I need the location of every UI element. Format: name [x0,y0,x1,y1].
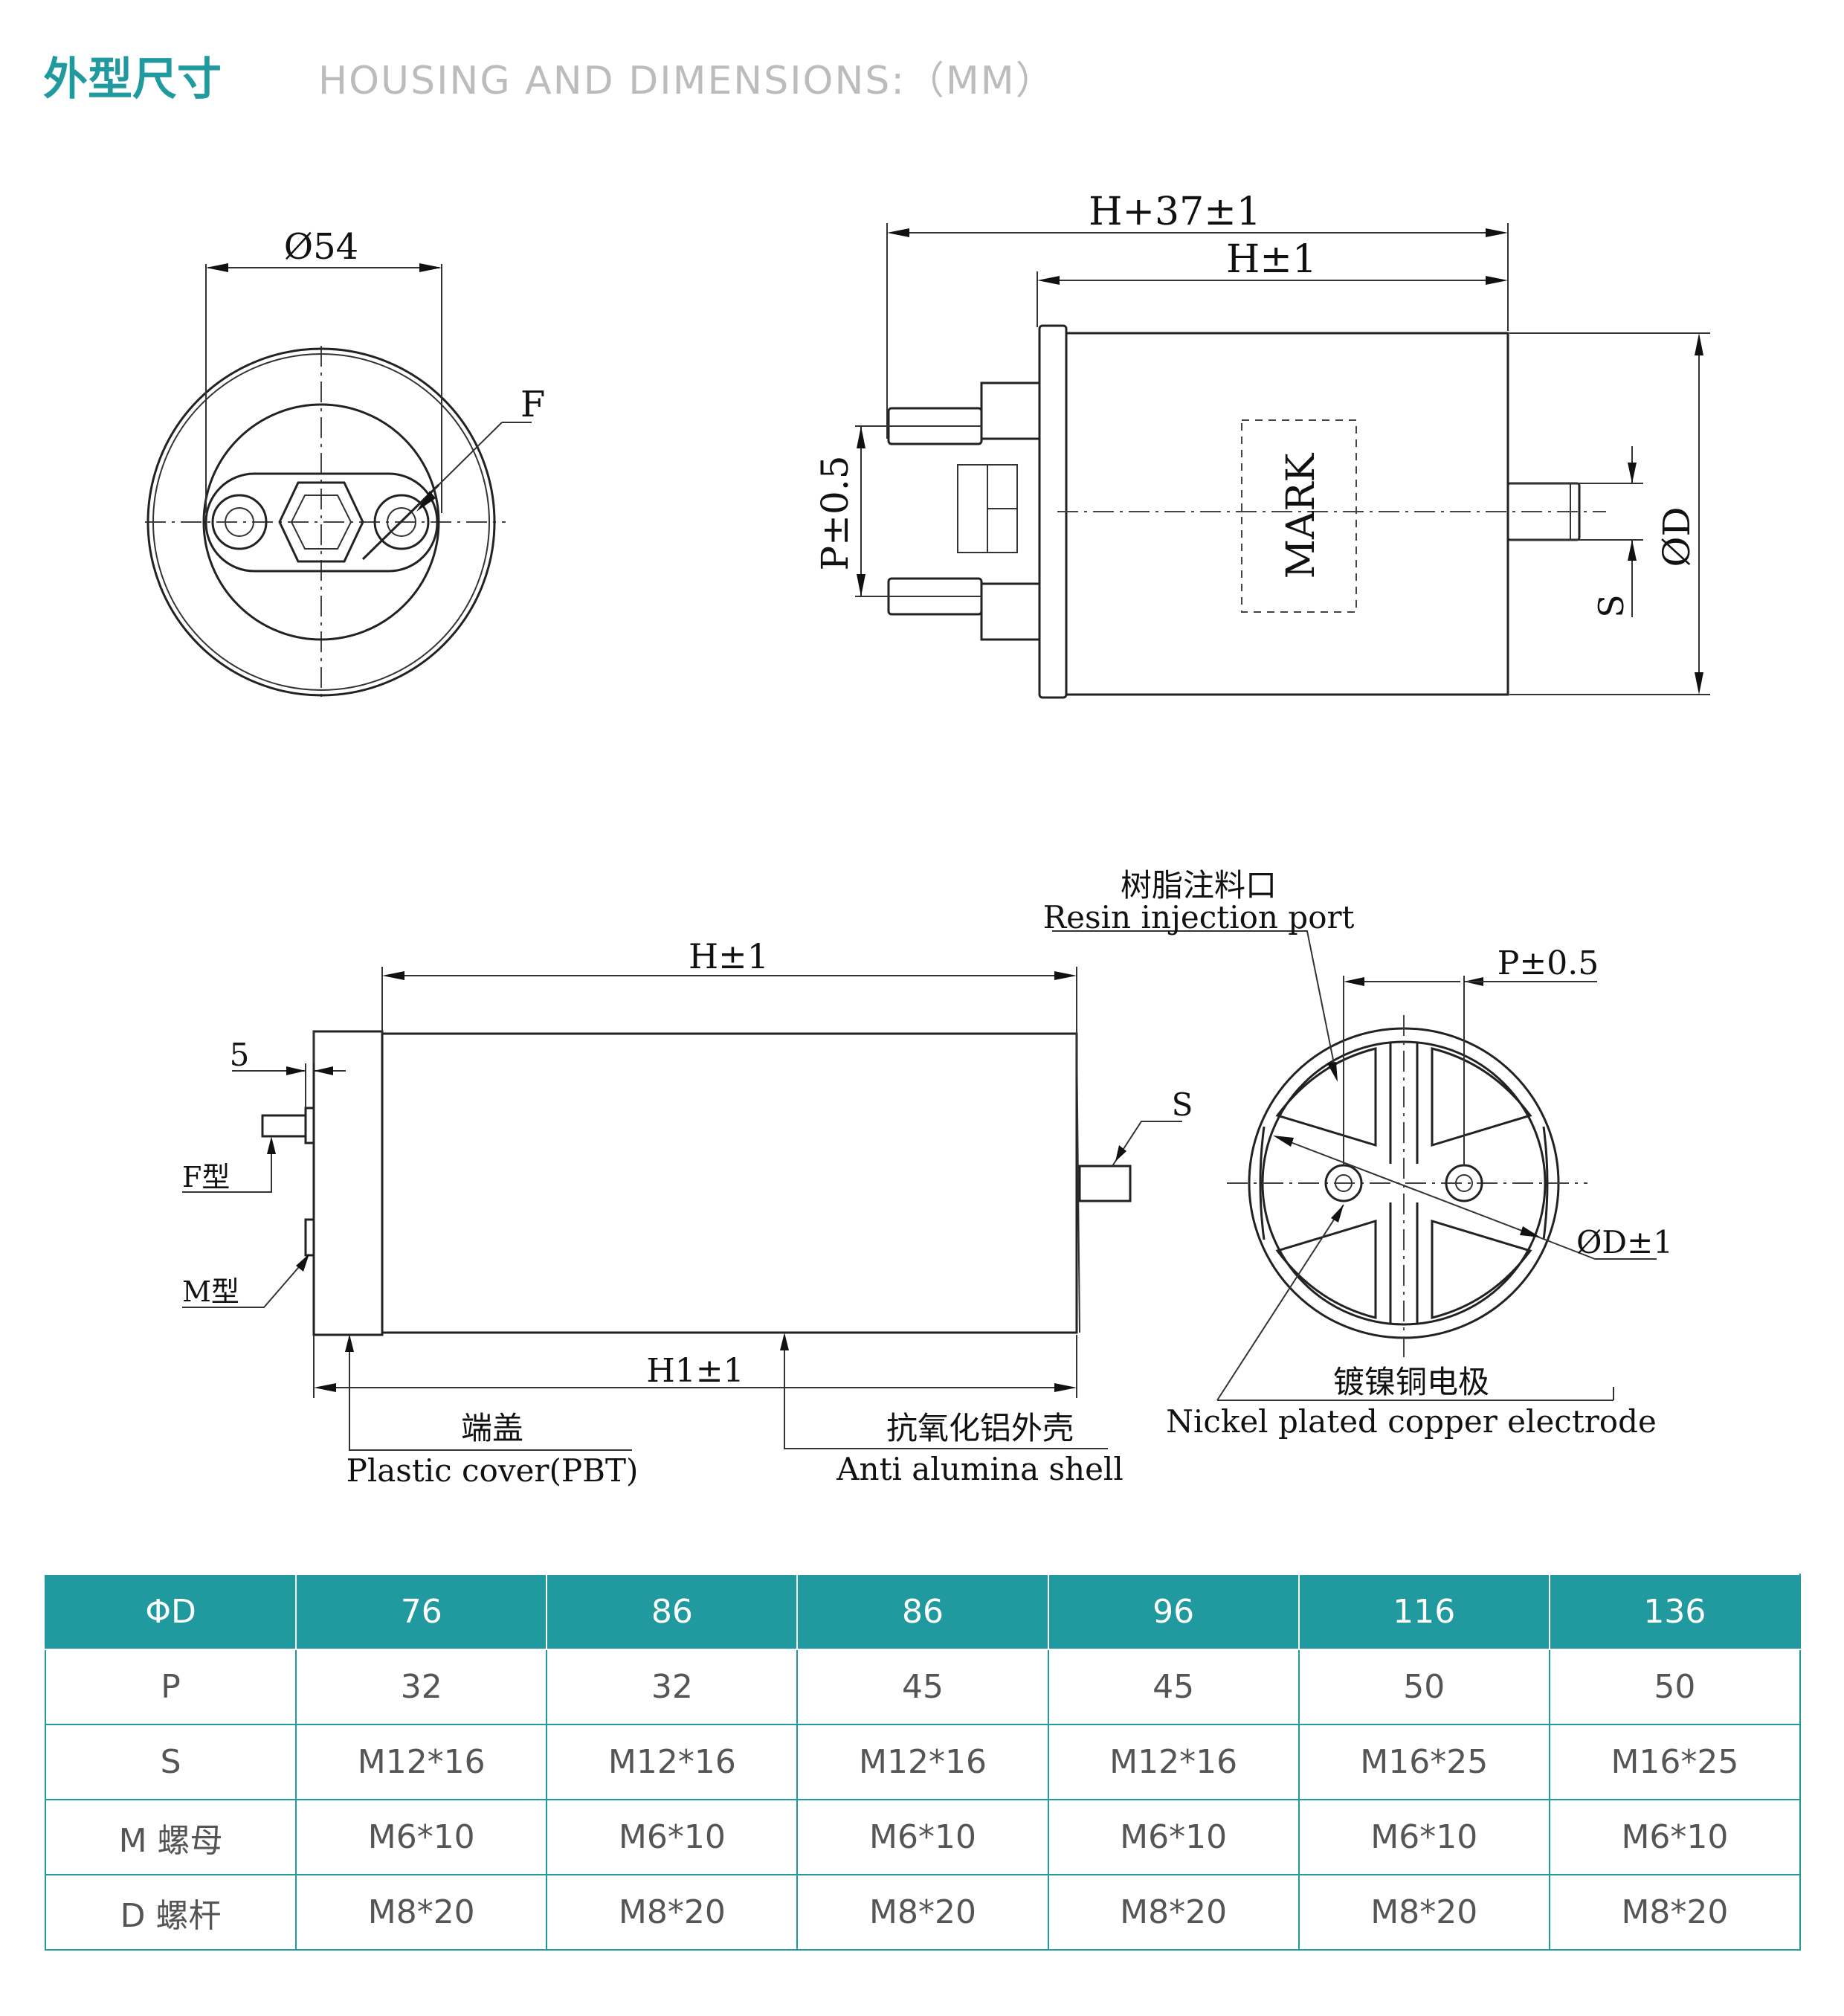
table-row-label: P [44,1649,297,1725]
label-od1: ØD±1 [1576,1224,1673,1260]
section-title-cn: 外型尺寸 [43,54,222,106]
label-electrode-cn: 镀镍铜电极 [1333,1364,1489,1400]
label-cover-en: Plastic cover(PBT) [346,1452,639,1489]
table-cell: 45 [796,1649,1049,1725]
end-view-bottom [1052,930,1657,1401]
label-f: F [520,384,545,425]
dimension-drawings: Ø54 F [145,190,1710,1489]
table-row-label: M 螺母 [44,1799,297,1875]
label-f-type: F型 [182,1161,230,1194]
label-electrode-en: Nickel plated copper electrode [1166,1403,1657,1440]
label-s-bottom: S [1172,1086,1193,1123]
label-phi54: Ø54 [284,226,358,268]
table-cell: 32 [546,1649,799,1725]
table-cell: M6*10 [1297,1799,1550,1875]
table-cell: M8*20 [546,1874,799,1951]
label-shell-cn: 抗氧化铝外壳 [886,1410,1074,1446]
label-resin-cn: 树脂注料口 [1121,867,1277,904]
table-cell: 96 [1047,1574,1300,1650]
table-cell: 86 [546,1574,799,1650]
table-cell: M6*10 [1548,1799,1802,1875]
label-p05-bottom: P±0.5 [1498,944,1599,982]
table-cell: M6*10 [546,1799,799,1875]
side-view-top [855,223,1710,699]
table-cell: M6*10 [796,1799,1049,1875]
table-cell: 116 [1297,1574,1550,1650]
table-cell: 136 [1548,1574,1802,1650]
table-cell: M8*20 [796,1874,1049,1951]
table-cell: M6*10 [1047,1799,1300,1875]
label-h1-1: H1±1 [646,1352,744,1390]
table-row-label: ΦD [44,1574,297,1650]
label-p05-top: P±0.5 [813,455,857,570]
label-od-top: ØD [1655,506,1698,567]
table-cell: M8*20 [295,1874,548,1951]
table-cell: 50 [1297,1649,1550,1725]
table-cell: M12*16 [295,1724,548,1800]
table-row-label: S [44,1724,297,1800]
table-cell: 50 [1548,1649,1802,1725]
label-resin-en: Resin injection port [1043,899,1355,935]
table-cell: 32 [295,1649,548,1725]
label-mark: MARK [1279,452,1324,579]
table-cell: M8*20 [1047,1874,1300,1951]
table-cell: M6*10 [295,1799,548,1875]
table-cell: M16*25 [1548,1724,1802,1800]
table-cell: M8*20 [1297,1874,1550,1951]
table-cell: M12*16 [796,1724,1049,1800]
label-five: 5 [230,1037,250,1073]
section-title-en: HOUSING AND DIMENSIONS:（MM） [318,59,1056,103]
label-shell-en: Anti alumina shell [836,1451,1124,1487]
table-cell: 45 [1047,1649,1300,1725]
table-cell: M16*25 [1297,1724,1550,1800]
table-row-label: D 螺杆 [44,1874,297,1951]
label-h1-top: H±1 [1226,237,1317,282]
end-view-top [145,263,532,703]
table-cell: 76 [295,1574,548,1650]
table-cell: M12*16 [1047,1724,1300,1800]
label-cover-cn: 端盖 [461,1410,523,1446]
table-cell: M8*20 [1548,1874,1802,1951]
side-view-bottom [182,967,1182,1451]
label-m-type: M型 [182,1275,239,1308]
table-cell: 86 [796,1574,1049,1650]
label-s-top: S [1591,594,1631,618]
table-cell: M12*16 [546,1724,799,1800]
label-h1-bottom: H±1 [689,936,769,976]
label-h37: H+37±1 [1089,190,1261,234]
